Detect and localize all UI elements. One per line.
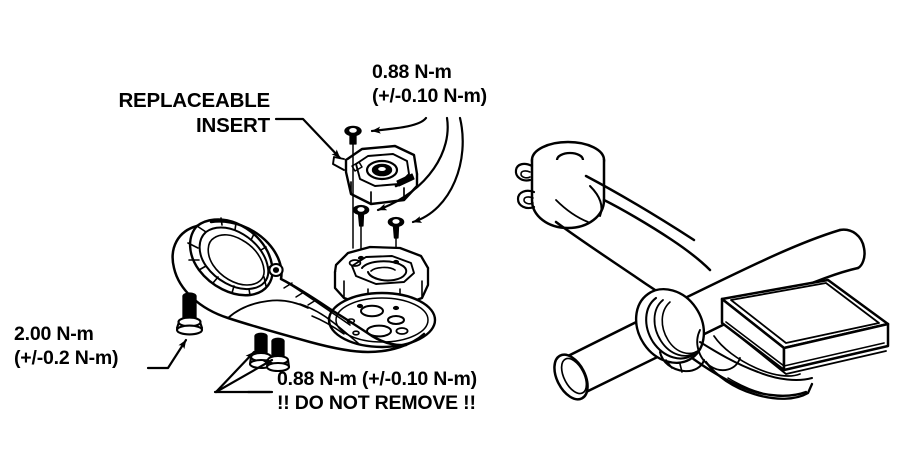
replaceable-insert-puck	[332, 144, 419, 206]
label-bracket-bolt-torque: 0.88 N-m (+/-0.10 N-m) !! DO NOT REMOVE …	[277, 368, 477, 416]
label-do-not-remove-warning: !! DO NOT REMOVE !!	[277, 391, 476, 414]
label-stem-bolt-torque: 2.00 N-m (+/-0.2 N-m)	[14, 323, 119, 371]
insert-screw-right	[387, 216, 405, 239]
top-screw-callouts	[370, 116, 464, 224]
bracket-bolt-callouts	[213, 350, 274, 394]
bike-computer	[713, 278, 890, 377]
mount-cradle-lip	[704, 360, 814, 400]
stem-bolt-callout	[146, 338, 188, 370]
label-replaceable-insert-line1: REPLACEABLE	[118, 89, 270, 112]
insert-screw-mid	[352, 204, 370, 227]
label-bracket-bolt-torque-value: 0.88 N-m (+/-0.10 N-m)	[277, 368, 477, 390]
label-top-torque-value: 0.88 N-m	[372, 61, 452, 83]
label-top-torque: 0.88 N-m (+/-0.10 N-m)	[372, 61, 487, 109]
label-stem-bolt-torque-value: 2.00 N-m	[14, 323, 94, 345]
insert-callout	[274, 117, 342, 160]
insert-screw-upper	[344, 125, 362, 145]
label-stem-bolt-torque-tolerance: (+/-0.2 N-m)	[14, 346, 119, 369]
label-replaceable-insert: REPLACEABLE INSERT	[88, 88, 270, 138]
stem-clamp-bolt	[175, 292, 204, 336]
label-top-torque-tolerance: (+/-0.10 N-m)	[372, 84, 487, 107]
bicycle-stem	[514, 140, 712, 314]
label-replaceable-insert-line2: INSERT	[196, 114, 270, 137]
stem-faceplate-bracket	[171, 217, 426, 354]
